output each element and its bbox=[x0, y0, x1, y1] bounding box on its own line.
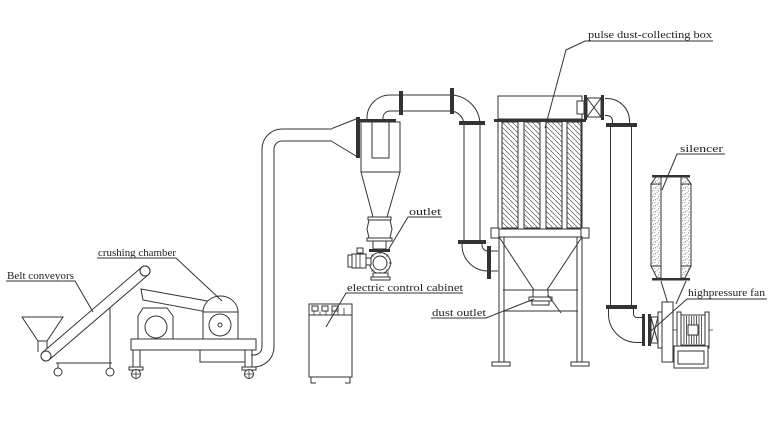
dust-discharge-valve bbox=[528, 289, 562, 314]
collector-outlet-valve bbox=[576, 95, 604, 120]
cabinet-body bbox=[308, 303, 353, 378]
label-text: silencer bbox=[680, 144, 724, 155]
mill-dome bbox=[202, 295, 239, 313]
leader-line bbox=[97, 257, 223, 302]
mill-base bbox=[130, 338, 257, 351]
fan-inlet-flange bbox=[648, 314, 651, 346]
cyclone-inlet-flange bbox=[356, 117, 360, 158]
electric-control-cabinet-label: electric control cabinet bbox=[325, 283, 463, 328]
crushing-chamber-label: crushing chamber bbox=[97, 248, 223, 302]
fan-base bbox=[673, 345, 709, 369]
highpressure-fan-unit bbox=[642, 301, 713, 369]
belt-pulley-upper bbox=[139, 265, 151, 277]
valve-handle bbox=[547, 294, 562, 314]
leader-line bbox=[544, 40, 713, 129]
cyclone-to-collector-pipe bbox=[366, 88, 498, 279]
leader-line bbox=[661, 153, 725, 191]
conveyor-wheel bbox=[53, 367, 63, 377]
pulse-dust-collecting-box bbox=[490, 95, 604, 367]
belt-pulley-lower bbox=[40, 350, 52, 362]
collector-to-fan-pipe bbox=[605, 98, 643, 343]
pipe-flange bbox=[399, 91, 403, 115]
label-text: Belt conveyors bbox=[7, 271, 74, 282]
electric-control-cabinet-unit bbox=[308, 303, 353, 384]
outlet-label: outlet bbox=[386, 207, 442, 253]
silencer-bottom-flange bbox=[652, 278, 690, 281]
fan-motor bbox=[673, 311, 713, 349]
pipe-flange bbox=[606, 305, 637, 309]
cyclone-body bbox=[360, 121, 401, 173]
leader-line bbox=[431, 298, 535, 319]
leader-line bbox=[6, 280, 94, 313]
collector-lid bbox=[497, 95, 583, 120]
pulse-dust-collecting-box-label: pulse dust-collecting box bbox=[544, 30, 713, 129]
silencer-wall bbox=[650, 183, 662, 267]
cabinet-meter bbox=[321, 305, 329, 312]
mill-to-cyclone-pipe bbox=[251, 117, 360, 368]
cyclone-separator bbox=[347, 119, 401, 281]
pipe-flange bbox=[459, 121, 485, 125]
annotations: Belt conveyors crushing chamber outlet e… bbox=[6, 30, 767, 332]
crushing-chamber-machine bbox=[128, 288, 257, 379]
dust-outlet-label: dust outlet bbox=[431, 298, 535, 319]
cabinet-meter bbox=[311, 305, 319, 312]
silencer-top-flange bbox=[652, 175, 690, 178]
pipe-flange bbox=[458, 240, 486, 244]
conveyor-wheel bbox=[105, 367, 115, 377]
motor-terminal-box bbox=[687, 324, 699, 336]
collector-legs bbox=[491, 237, 590, 367]
fan-outlet-cone bbox=[660, 280, 669, 305]
silencer-label: silencer bbox=[661, 144, 725, 191]
tube-sheet bbox=[494, 119, 586, 122]
silencer-unit bbox=[650, 175, 692, 305]
label-text: dust outlet bbox=[432, 308, 486, 319]
pipe-flange bbox=[450, 88, 454, 114]
label-text: crushing chamber bbox=[98, 248, 177, 259]
filter-bags bbox=[501, 121, 582, 229]
cabinet-foot bbox=[310, 377, 316, 384]
leader-line bbox=[650, 298, 767, 332]
hopper-rim bbox=[493, 228, 587, 238]
valve-flange bbox=[369, 249, 390, 252]
collector-inlet-flange bbox=[487, 246, 491, 279]
label-text: highpressure fan bbox=[688, 288, 766, 299]
leader-line bbox=[386, 216, 442, 253]
valve-motor bbox=[347, 247, 372, 269]
leader-line bbox=[325, 292, 463, 328]
fan-housing bbox=[661, 301, 674, 363]
silencer-wall bbox=[680, 183, 692, 267]
belt-conveyors-label: Belt conveyors bbox=[6, 271, 94, 313]
label-text: outlet bbox=[409, 207, 441, 218]
cyclone-drum bbox=[366, 219, 393, 239]
pipe-flange bbox=[606, 123, 637, 127]
cabinet-switches bbox=[313, 308, 345, 315]
belt-conveyor bbox=[40, 265, 151, 377]
label-text: electric control cabinet bbox=[347, 283, 463, 294]
label-text: pulse dust-collecting box bbox=[588, 30, 713, 41]
cabinet-foot bbox=[345, 377, 351, 384]
cyclone-vortex-tube bbox=[371, 121, 390, 159]
highpressure-fan-label: highpressure fan bbox=[650, 288, 767, 332]
cyclone-top-flange bbox=[358, 119, 396, 122]
fan-inlet-flange bbox=[642, 314, 645, 346]
